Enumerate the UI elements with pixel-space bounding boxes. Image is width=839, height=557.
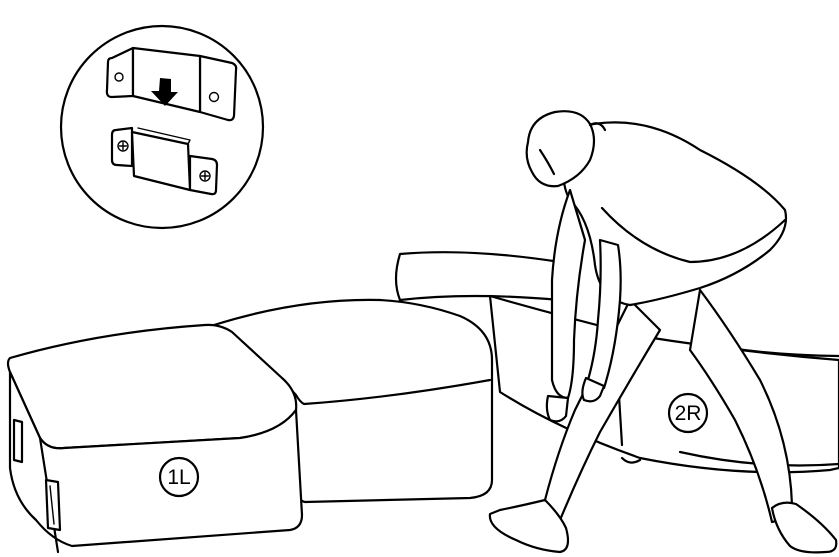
screw-plus-icon [199,170,211,182]
lower-bracket [110,126,219,196]
module-2r-label: 2R [675,402,702,425]
person-lifting [488,110,838,554]
connector-detail-callout [59,24,265,230]
upper-bracket [105,46,238,122]
module-2r-label-circle [667,392,709,434]
sofa-module-1l: 1L [6,323,304,554]
screw-plus-icon [117,140,129,152]
arrow-down-icon [151,78,178,106]
module-1l-label: 1L [167,466,190,489]
module-1l-label-circle [158,456,200,498]
